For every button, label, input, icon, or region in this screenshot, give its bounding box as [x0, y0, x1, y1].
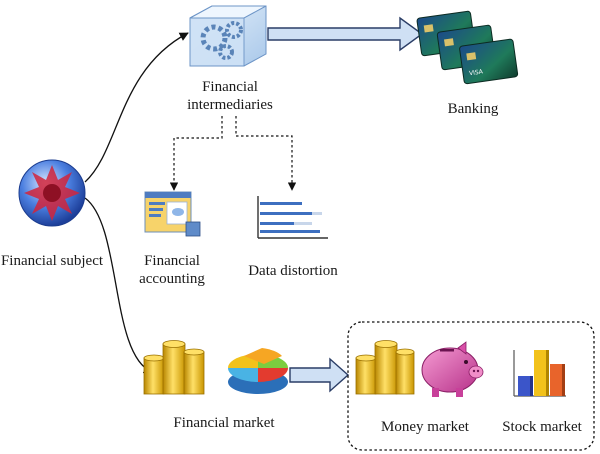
markets-group-box	[347, 321, 595, 451]
block-arrow-to-markets	[289, 357, 350, 393]
financial-accounting-label: Financial accounting	[122, 252, 222, 288]
connector-subject-to-market	[84, 197, 153, 374]
block-arrow-to-banking	[267, 16, 424, 52]
coin-stacks-icon	[355, 340, 415, 395]
bar-lines-icon	[257, 196, 328, 239]
financial-market-label: Financial market	[173, 415, 275, 431]
financial-intermediaries-label-line1: Financial	[202, 79, 258, 95]
money-market-label: Money market	[381, 419, 469, 435]
financial-accounting-label-line1: Financial	[144, 253, 200, 269]
financial-intermediaries-label: Financial intermediaries	[180, 78, 280, 114]
bar-chart-3d-icon	[513, 350, 566, 397]
piggy-bank-icon	[421, 341, 484, 397]
svg-text:VISA: VISA	[469, 68, 485, 77]
banking-label: Banking	[447, 101, 499, 117]
accounting-window-icon	[144, 191, 201, 237]
virus-sphere-icon	[18, 159, 86, 227]
coin-stacks-icon	[143, 340, 205, 395]
credit-cards-icon: VISA	[416, 10, 519, 85]
dotted-connector-to-accounting	[169, 116, 223, 191]
data-distortion-label: Data distortion	[248, 263, 338, 279]
financial-subject-label: Financial subject	[0, 253, 104, 269]
financial-accounting-label-line2: accounting	[139, 271, 205, 287]
stock-market-label: Stock market	[502, 419, 582, 435]
gears-cube-icon	[189, 5, 267, 67]
pie-chart-icon	[228, 348, 288, 394]
connector-subject-to-intermediaries	[84, 32, 189, 183]
dotted-connector-to-distortion	[235, 116, 297, 191]
financial-intermediaries-label-line2: intermediaries	[187, 97, 273, 113]
